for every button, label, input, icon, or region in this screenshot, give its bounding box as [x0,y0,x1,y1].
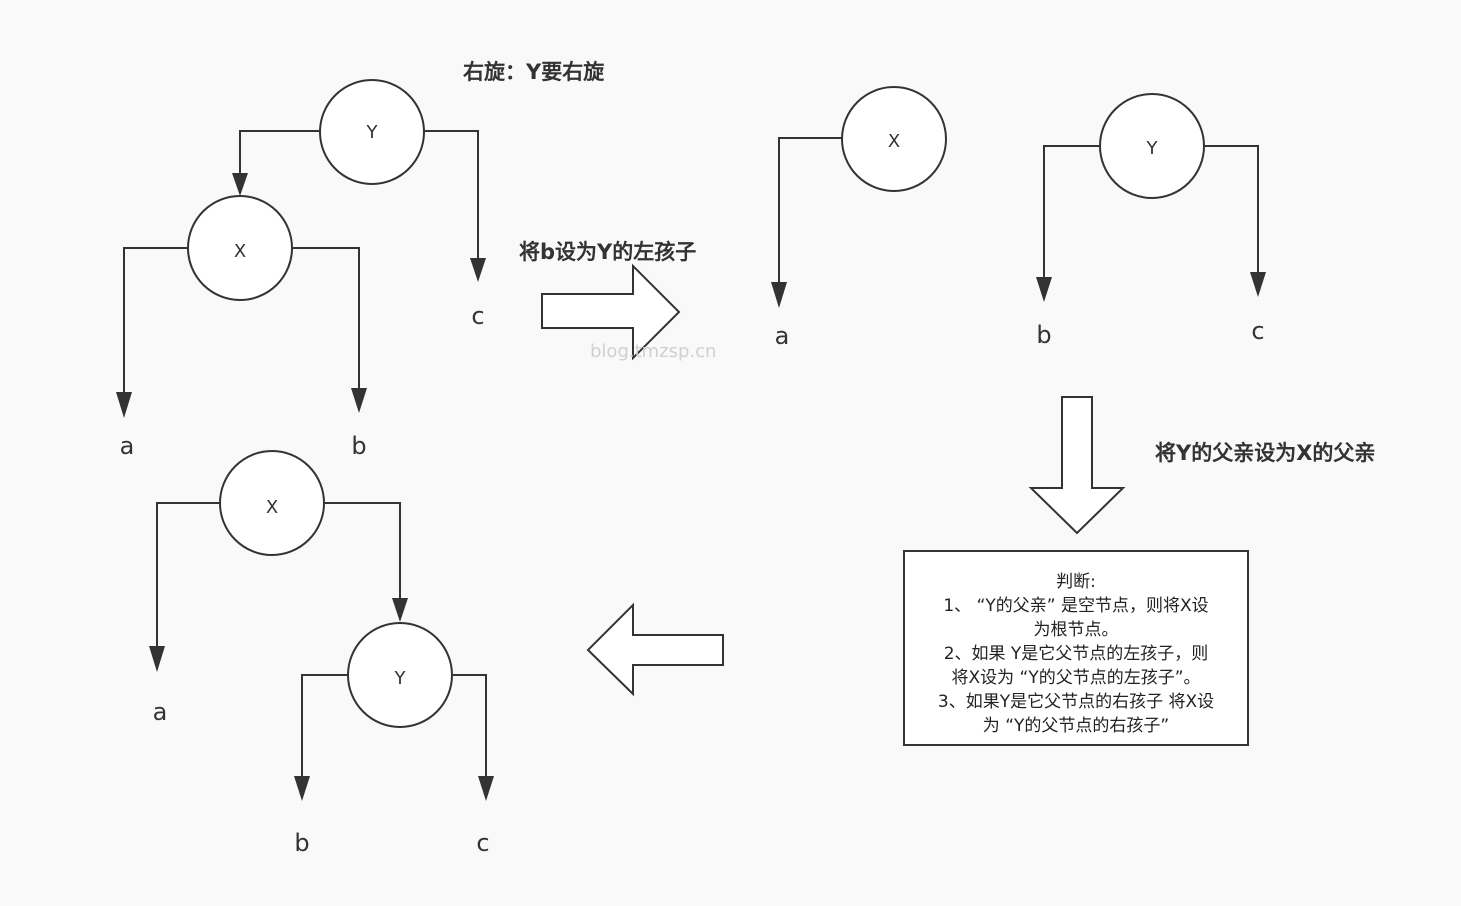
leaf-b-2: b [1036,321,1051,349]
tree-after-step1: X Y a b c [771,86,1266,350]
edge-x-to-y-3 [324,502,401,603]
leaf-b-3: b [294,829,309,857]
note-line-heading: 判断: [1056,572,1096,592]
note-line: 为根节点。 [1033,620,1119,640]
leaf-a: a [120,432,135,460]
node-y: Y [319,79,425,185]
arrowhead-y-to-c [470,258,486,282]
leaf-c-2: c [1251,317,1264,345]
edge-x-to-a-2 [778,137,842,286]
node-y-3: Y [347,622,453,728]
note-line: 将X设为 “Y的父节点的左孩子”。 [951,668,1201,688]
step1-arrow [541,263,681,361]
note-line: 2、如果 Y是它父节点的左孩子，则 [943,644,1209,664]
leaf-b: b [351,432,366,460]
arrowhead-y-to-x [232,173,248,196]
leaf-a-3: a [153,698,168,726]
arrowhead-x-to-a [116,392,132,418]
edge-y-to-x [239,130,320,178]
step2-arrow [1028,396,1126,535]
arrowhead-x-to-a-2 [771,282,787,308]
node-y-2: Y [1099,93,1205,199]
arrowhead-y-to-b-2 [1036,277,1052,302]
svg-text:X: X [266,497,278,518]
edge-y-to-c-2 [1204,145,1259,276]
node-x: X [187,195,293,301]
tree-after-rotation: X Y a b c [149,450,494,857]
svg-text:Y: Y [394,668,407,689]
arrowhead-x-to-a-3 [149,646,165,672]
diagram-title: 右旋：Y要右旋 [463,60,605,84]
svg-text:Y: Y [1146,138,1159,159]
edge-x-to-b [292,247,360,392]
node-x-3: X [219,450,325,556]
svg-text:X: X [234,241,246,262]
decision-note-box: 判断: 1、 “Y的父亲” 是空节点，则将X设 为根节点。 2、如果 Y是它父节… [903,550,1249,746]
note-line: 为 “Y的父节点的右孩子” [982,716,1170,736]
svg-text:Y: Y [366,122,379,143]
leaf-c-3: c [476,829,489,857]
edge-y-to-c [425,130,479,263]
svg-text:X: X [888,131,900,152]
note-line: 1、 “Y的父亲” 是空节点，则将X设 [943,596,1209,616]
node-x-2: X [841,86,947,192]
edge-x-to-a-3 [156,502,220,650]
step1-label: 将b设为Y的左孩子 [519,240,696,264]
note-line: 3、如果Y是它父节点的右孩子 将X设 [937,692,1215,712]
edge-y-to-b-2 [1043,145,1100,281]
arrowhead-y-to-c-2 [1250,272,1266,297]
step2-label: 将Y的父亲设为X的父亲 [1155,441,1375,465]
leaf-c: c [471,302,484,330]
leaf-a-2: a [775,322,790,350]
watermark: blog.tmzsp.cn [590,341,716,362]
tree-before-rotation: Y X c a b [116,79,486,460]
edge-y-to-b-3 [301,674,348,780]
step3-arrow [586,602,724,697]
edge-x-to-a [123,247,188,396]
edge-y-to-c-3 [453,674,487,780]
arrowhead-y-to-c-3 [478,776,494,801]
arrowhead-y-to-b-3 [294,776,310,801]
arrowhead-x-to-b [351,388,367,413]
arrowhead-x-to-y-3 [392,598,408,622]
